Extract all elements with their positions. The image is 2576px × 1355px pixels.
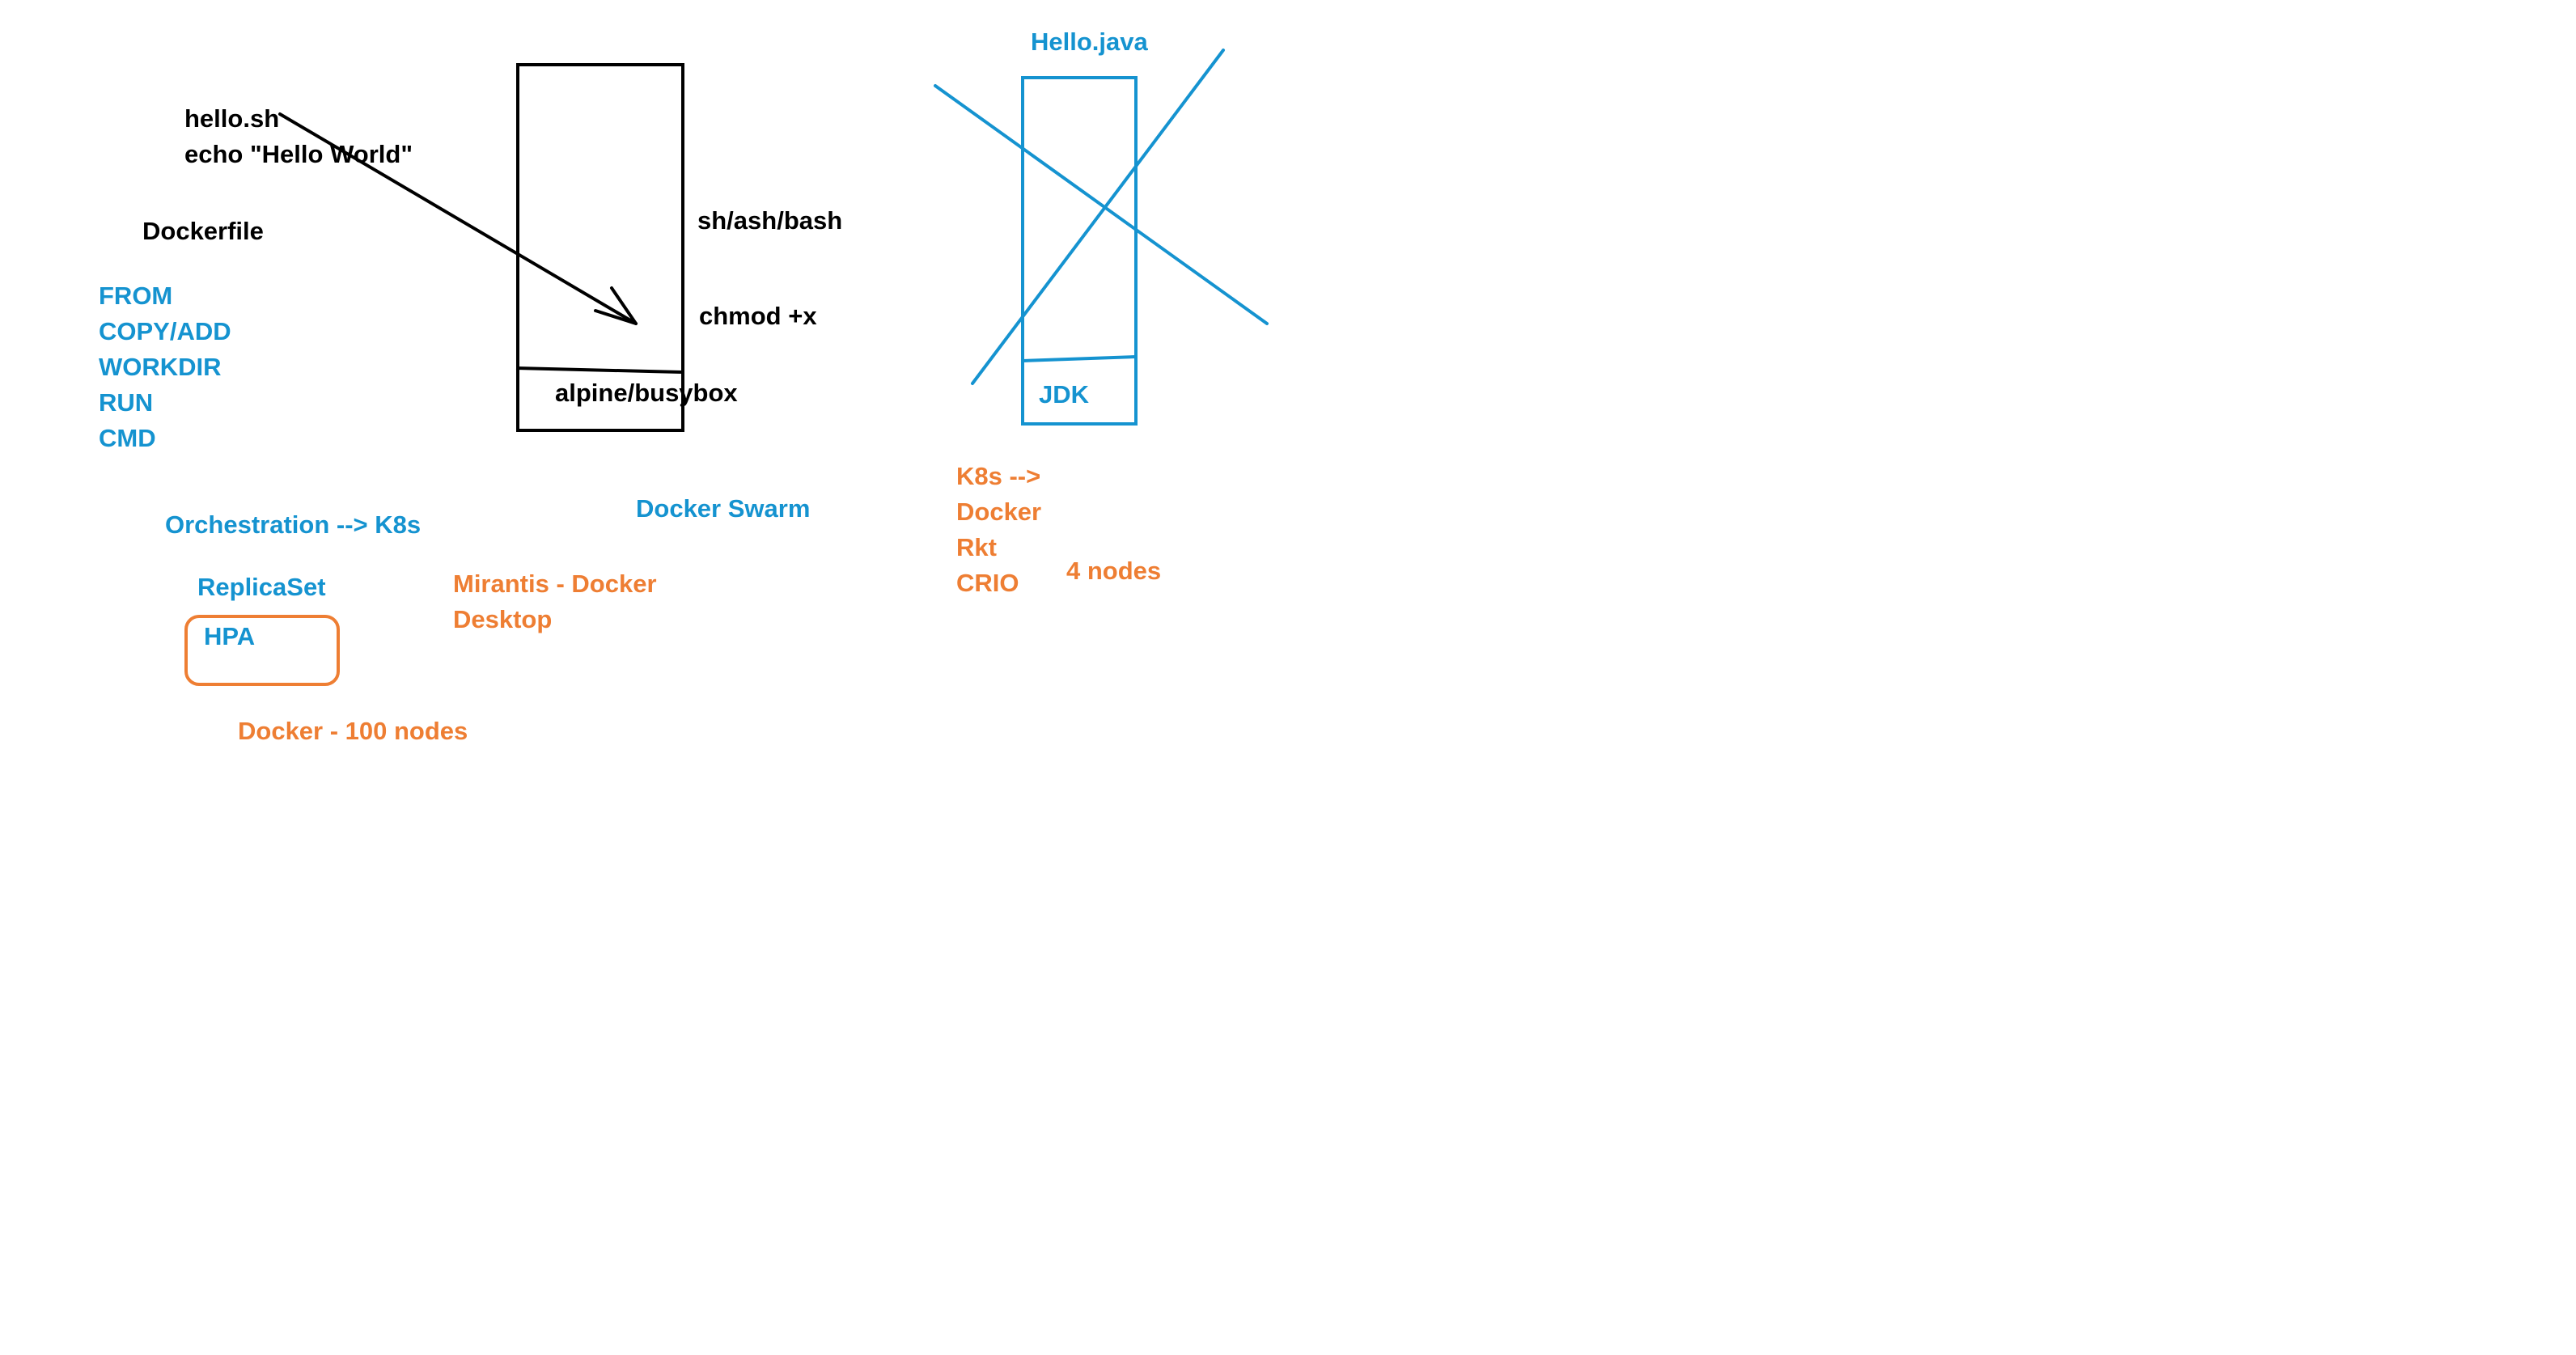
java-file-label: Hello.java — [1031, 28, 1148, 56]
dockerfile-instruction: CMD — [99, 424, 156, 452]
dockerfile-instruction: FROM — [99, 282, 173, 310]
docker-swarm-label: Docker Swarm — [636, 494, 811, 523]
base-image-label: alpine/busybox — [555, 379, 738, 407]
chmod-label: chmod +x — [699, 302, 817, 330]
jdk-label: JDK — [1039, 380, 1090, 409]
nodes-count-label: 4 nodes — [1066, 557, 1162, 585]
cross-out-line-2 — [971, 49, 1225, 385]
cross-out-line-1 — [934, 84, 1269, 325]
runtime-item: CRIO — [956, 569, 1019, 597]
arrow-head — [594, 286, 638, 325]
container-base-divider — [515, 366, 682, 374]
java-container-base-divider — [1022, 355, 1137, 362]
shell-label: sh/ash/bash — [697, 206, 843, 235]
dockerfile-instruction: WORKDIR — [99, 353, 222, 381]
mirantis-label: Mirantis - Docker — [453, 570, 657, 598]
dockerfile-title: Dockerfile — [142, 217, 264, 245]
runtime-item: Docker — [956, 498, 1042, 526]
replicaset-label: ReplicaSet — [197, 573, 326, 601]
arrow-script-to-container — [278, 112, 638, 325]
script-filename: hello.sh — [184, 104, 280, 133]
java-container-box — [1021, 76, 1138, 426]
hpa-label: HPA — [204, 622, 256, 650]
hpa-box — [184, 615, 340, 686]
runtime-item: K8s --> — [956, 462, 1041, 490]
runtime-item: Rkt — [956, 533, 997, 561]
container-box — [516, 63, 684, 432]
orchestration-label: Orchestration --> K8s — [165, 510, 422, 539]
mirantis-label-line2: Desktop — [453, 605, 553, 633]
script-echo-command: echo "Hello World" — [184, 140, 413, 168]
dockerfile-instruction: COPY/ADD — [99, 317, 231, 345]
dockerfile-instruction: RUN — [99, 388, 154, 417]
docker-nodes-label: Docker - 100 nodes — [238, 717, 468, 745]
